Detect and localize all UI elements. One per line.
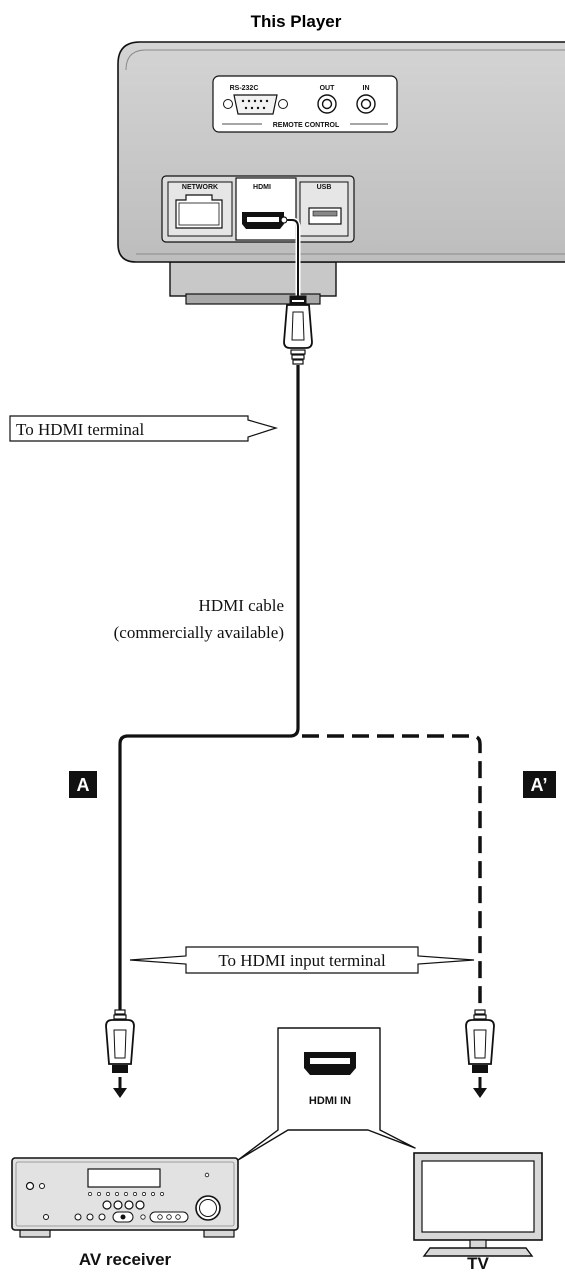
hdmi-plug-av-receiver: [105, 1009, 135, 1098]
hdmi-label: HDMI: [253, 184, 271, 191]
av-receiver: [11, 1157, 239, 1238]
route-a-badge: A: [69, 771, 97, 798]
hdmi-in-callout: HDMI IN: [237, 1027, 416, 1161]
cable-player-segment: [280, 216, 301, 296]
remote-in-jack: [356, 94, 376, 114]
hdmi-plug-top: [283, 295, 313, 365]
hdmi-in-label: HDMI IN: [309, 1095, 351, 1107]
tv-stand: [422, 1247, 534, 1257]
route-a-prime-badge: A’: [523, 771, 556, 798]
rs232c-port: [223, 94, 288, 115]
to-hdmi-terminal-label: To HDMI terminal: [16, 420, 144, 439]
remote-out-jack: [317, 94, 337, 114]
hdmi-port-frame: [235, 177, 297, 241]
cable-route-a-prime: [302, 734, 482, 1010]
remote-control-label: REMOTE CONTROL: [273, 122, 340, 129]
player-rear-panel: RS-232C OUT IN REMOTE CONTROL: [117, 41, 565, 305]
usb-label: USB: [317, 184, 332, 191]
player-foot-base: [185, 293, 321, 305]
route-a-label: A: [77, 775, 90, 795]
hdmi-cable-label: HDMI cable: [199, 596, 284, 615]
network-label: NETWORK: [182, 184, 218, 191]
player-title: This Player: [251, 12, 342, 31]
hdmi-cable-availability: (commercially available): [114, 623, 284, 642]
ethernet-port: [175, 194, 223, 229]
to-hdmi-terminal-callout: To HDMI terminal: [9, 415, 279, 442]
hdmi-plug-tv: [465, 1009, 495, 1098]
rs232c-label: RS-232C: [230, 85, 259, 92]
tv-label: TV: [467, 1254, 489, 1273]
route-a-prime-label: A’: [530, 775, 547, 795]
player-foot: [169, 261, 337, 297]
cable-route-a: [117, 365, 301, 1010]
to-hdmi-input-terminal-label: To HDMI input terminal: [218, 951, 386, 970]
in-label: IN: [363, 85, 370, 92]
player-body-edge: [125, 49, 565, 71]
tv: [413, 1152, 543, 1257]
av-receiver-label: AV receiver: [79, 1250, 172, 1269]
remote-control-panel: [212, 75, 398, 133]
out-label: OUT: [320, 85, 336, 92]
to-hdmi-input-terminal-callout: To HDMI input terminal: [129, 946, 475, 974]
tv-screen: [421, 1160, 535, 1233]
